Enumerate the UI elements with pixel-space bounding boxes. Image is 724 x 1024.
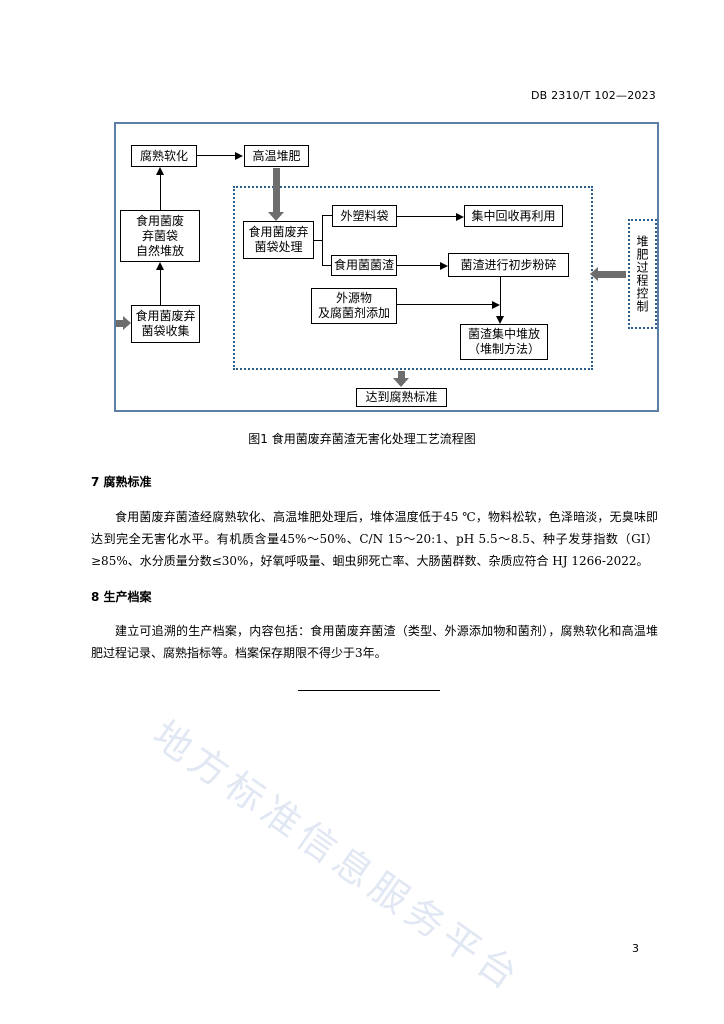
thick-arrow-shaft: [116, 320, 123, 327]
thick-arrow-head: [123, 316, 131, 330]
section-7-heading: 7 腐熟标准: [91, 475, 152, 489]
box-bag-collection: 食用菌废弃 菌袋收集: [131, 305, 200, 343]
flowchart-frame: [114, 122, 659, 412]
box-process-control: 堆肥过程控制: [628, 219, 657, 329]
thick-arrow-shaft: [398, 371, 405, 378]
connector-line: [160, 175, 161, 210]
connector-line: [397, 265, 440, 266]
arrow-head: [156, 262, 164, 270]
box-maturity-standard: 达到腐熟标准: [356, 388, 447, 407]
thick-arrow-head: [393, 378, 409, 387]
section-8-text: 建立可追溯的生产档案，内容包括：食用菌废弃菌渣（类型、外源添加物和菌剂），腐熟软…: [91, 624, 658, 660]
end-rule: [298, 690, 440, 691]
document-code: DB 2310/T 102—2023: [530, 89, 656, 102]
box-high-temp-compost: 高温堆肥: [244, 145, 309, 167]
arrow-head: [492, 301, 500, 309]
connector-line: [322, 215, 332, 216]
section-7-text: 食用菌废弃菌渣经腐熟软化、高温堆肥处理后，堆体温度低于45 ℃，物料松软，色泽暗…: [91, 510, 658, 568]
connector-line: [322, 215, 323, 266]
page-number: 3: [632, 942, 639, 955]
connector-line: [160, 270, 161, 305]
connector-line: [500, 277, 501, 316]
figure-caption: 图1 食用菌废弃菌渣无害化处理工艺流程图: [248, 432, 476, 446]
box-bag-treatment: 食用菌废弃 菌袋处理: [243, 221, 314, 259]
connector-line: [197, 155, 235, 156]
arrow-head: [496, 316, 504, 324]
box-concentrated-stack: 菌渣集中堆放 （堆制方法）: [460, 324, 548, 360]
box-natural-stacking: 食用菌废 弃菌袋 自然堆放: [120, 210, 200, 262]
arrow-head: [235, 152, 243, 160]
box-external-additive: 外源物 及腐菌剂添加: [311, 288, 397, 324]
box-mushroom-residue: 食用菌菌渣: [331, 255, 397, 276]
box-decomposition: 腐熟软化: [131, 145, 197, 167]
watermark: 地方标准信息服务平台: [144, 712, 531, 1001]
connector-line: [397, 304, 492, 305]
connector-line: [322, 265, 331, 266]
box-preliminary-crush: 菌渣进行初步粉碎: [448, 253, 569, 277]
arrow-head: [456, 213, 464, 221]
box-plastic-bag: 外塑料袋: [332, 205, 397, 227]
section-8-heading: 8 生产档案: [91, 590, 152, 604]
connector-line: [314, 240, 322, 241]
thick-arrow-head: [268, 212, 284, 221]
arrow-head: [156, 167, 164, 175]
thick-arrow-head: [590, 267, 598, 281]
box-recycle: 集中回收再利用: [464, 205, 563, 227]
connector-line: [397, 216, 456, 217]
arrow-head: [440, 262, 448, 270]
thick-arrow-shaft: [598, 271, 626, 278]
thick-arrow-shaft: [273, 168, 280, 212]
